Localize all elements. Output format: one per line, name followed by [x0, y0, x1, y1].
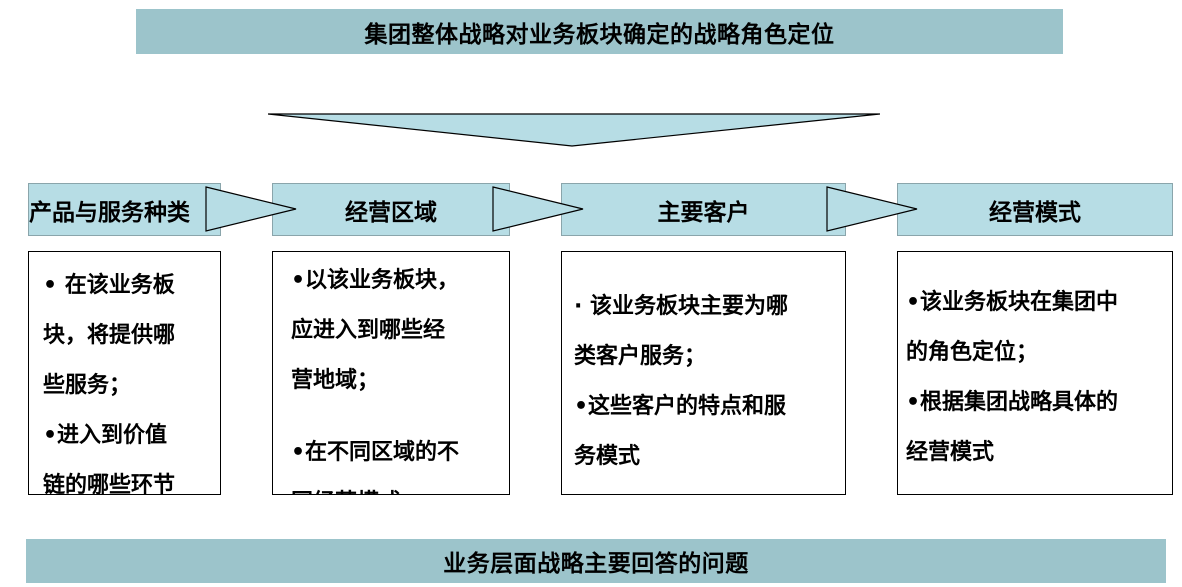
content-box-products-services: • 在该业务板 块，将提供哪 些服务； •进入到价值 链的哪些环节: [28, 251, 221, 495]
content-line: 应进入到哪些经: [291, 318, 446, 343]
content-line: 经营模式: [906, 440, 995, 465]
content-line: 链的哪些环节: [43, 473, 176, 495]
content-line: 同经营模式: [291, 478, 499, 494]
arrow-right-icon: [492, 186, 584, 232]
header-label: 经营区域: [345, 199, 437, 226]
content-line: •以该业务板块，: [291, 268, 460, 293]
arrow-right-icon: [205, 186, 297, 232]
content-line: 些服务；: [43, 373, 132, 398]
top-banner: 集团整体战略对业务板块确定的战略角色定位: [136, 9, 1063, 54]
content-box-main-customers: · 该业务板块主要为哪 类客户服务； •这些客户的特点和服 务模式: [561, 251, 846, 495]
header-business-model: 经营模式: [897, 183, 1173, 236]
content-box-business-model: •该业务板块在集团中 的角色定位； •根据集团战略具体的 经营模式: [897, 251, 1173, 495]
content-line: •在不同区域的不: [291, 440, 460, 465]
content-line: 营地域；: [291, 368, 380, 393]
arrow-right-icon: [826, 186, 918, 232]
header-business-region: 经营区域: [272, 183, 510, 236]
content-line: 的角色定位；: [906, 340, 1039, 365]
content-line: 务模式: [574, 444, 641, 469]
content-line: • 在该业务板: [43, 273, 175, 298]
content-line: •进入到价值: [43, 423, 168, 448]
content-line: 类客户服务；: [574, 344, 707, 369]
bottom-banner: 业务层面战略主要回答的问题: [26, 539, 1166, 583]
header-main-customers: 主要客户: [561, 183, 846, 236]
content-line: •根据集团战略具体的: [906, 390, 1119, 415]
funnel-triangle: [268, 113, 880, 147]
header-label: 主要客户: [657, 199, 750, 226]
header-label: 产品与服务种类: [29, 199, 190, 226]
content-box-business-region: •以该业务板块， 应进入到哪些经 营地域； •在不同区域的不 同经营模式: [272, 251, 510, 495]
content-line: · 该业务板块主要为哪: [574, 294, 789, 319]
content-line: •这些客户的特点和服: [574, 394, 787, 419]
spacer: [291, 406, 499, 428]
header-label: 经营模式: [989, 199, 1081, 226]
top-banner-text: 集团整体战略对业务板块确定的战略角色定位: [364, 21, 835, 48]
bottom-banner-text: 业务层面战略主要回答的问题: [443, 551, 749, 577]
header-products-services: 产品与服务种类: [28, 183, 221, 236]
content-line: •该业务板块在集团中: [906, 290, 1119, 315]
content-line: 块，将提供哪: [43, 323, 176, 348]
